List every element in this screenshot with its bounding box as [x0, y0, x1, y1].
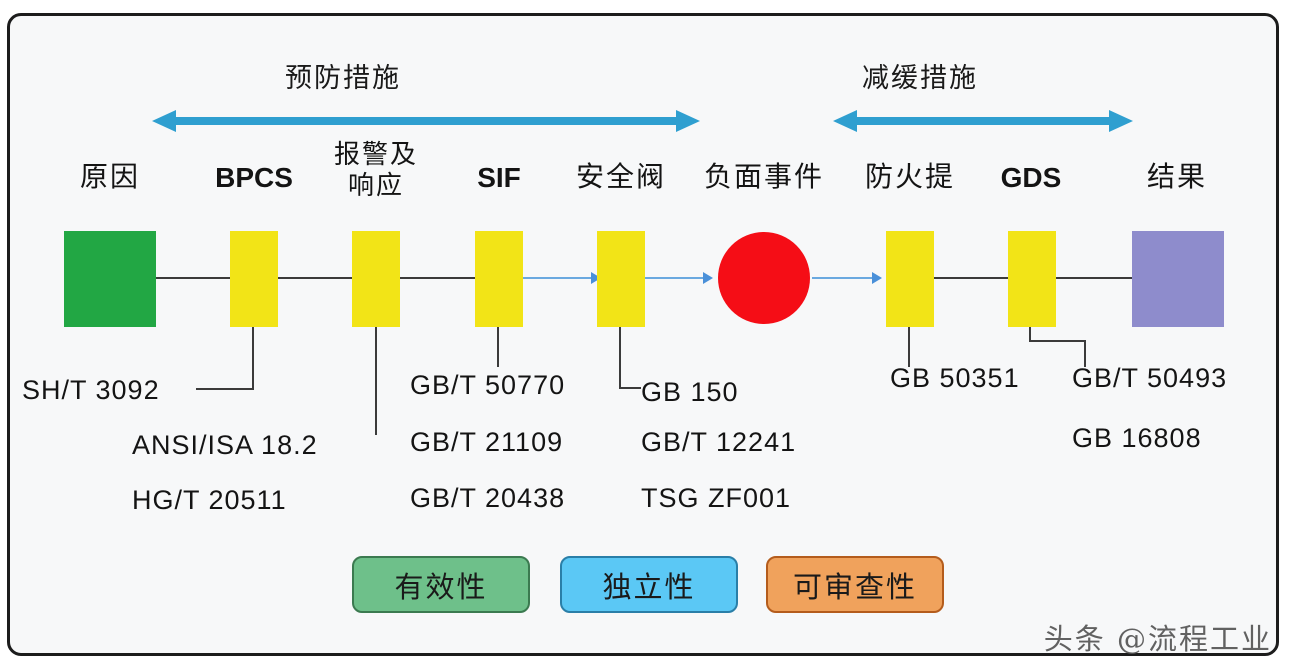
leader-fireproof-vertical	[908, 327, 910, 367]
standard-hgt-20511: HG/T 20511	[132, 485, 287, 515]
watermark: 头条 @流程工业	[1043, 622, 1272, 656]
standard-gbt-21109: GB/T 21109	[410, 427, 564, 457]
connector-valve-event	[637, 277, 707, 279]
leader-bpcs-horizontal	[196, 388, 254, 390]
phase-label-prevention: 预防措施	[285, 63, 401, 94]
leader-valve-vertical	[619, 327, 621, 388]
column-title-result: 结果	[1146, 160, 1208, 193]
phase-label-mitigation: 减缓措施	[862, 63, 978, 94]
shape-sif[interactable]	[475, 231, 523, 327]
leader-bpcs-vertical	[252, 327, 254, 389]
arrowhead-event-fireproof	[872, 272, 882, 284]
column-title-safety-valve: 安全阀	[575, 160, 667, 193]
standard-tsg-zf001: TSG ZF001	[641, 483, 792, 513]
column-title-gds: GDS	[1000, 162, 1062, 193]
connector-sif-valve	[515, 277, 593, 279]
arrowhead-sif-valve	[591, 272, 601, 284]
standard-ansi-isa-18-2: ANSI/ISA 18.2	[132, 430, 318, 460]
arrowhead-valve-event	[703, 272, 713, 284]
column-title-negative-event: 负面事件	[703, 160, 825, 193]
shape-alarm[interactable]	[352, 231, 400, 327]
column-title-cause: 原因	[79, 160, 141, 193]
shape-bpcs[interactable]	[230, 231, 278, 327]
column-title-alarm: 报警及 响应	[333, 140, 419, 201]
shape-negative-event[interactable]	[718, 232, 810, 324]
leader-sif-vertical	[497, 327, 499, 367]
connector-alarm-sif	[392, 277, 490, 279]
leader-valve-horizontal	[619, 387, 641, 389]
legend-auditability[interactable]: 可审查性	[766, 556, 944, 613]
standard-gb-16808: GB 16808	[1072, 423, 1202, 453]
column-title-sif: SIF	[477, 162, 521, 193]
leader-gds-horizontal	[1029, 340, 1085, 342]
standard-gbt-12241: GB/T 12241	[641, 427, 797, 457]
prevention-arrow	[152, 108, 700, 134]
standard-gbt-50493: GB/T 50493	[1072, 363, 1228, 393]
connector-fireproof-gds	[928, 277, 1008, 279]
legend-auditability-label: 可审查性	[792, 569, 917, 604]
column-title-bpcs: BPCS	[215, 162, 293, 193]
leader-gds-vertical-2	[1084, 340, 1086, 367]
standard-gb-150: GB 150	[641, 377, 739, 407]
connector-bpcs-alarm	[270, 277, 366, 279]
shape-fire-proof[interactable]	[886, 231, 934, 327]
legend-effectiveness-label: 有效性	[394, 569, 488, 604]
mitigation-arrow	[833, 108, 1133, 134]
leader-alarm-vertical	[375, 327, 377, 435]
shape-result[interactable]	[1132, 231, 1224, 327]
connector-event-fireproof	[812, 277, 876, 279]
legend-independence[interactable]: 独立性	[560, 556, 738, 613]
leader-gds-vertical-1	[1029, 327, 1031, 341]
shape-safety-valve[interactable]	[597, 231, 645, 327]
column-title-fire-proof: 防火提	[864, 160, 956, 193]
connector-cause-bpcs	[150, 277, 262, 279]
standard-gb-50351: GB 50351	[890, 363, 1020, 393]
legend-independence-label: 独立性	[602, 569, 696, 604]
connector-gds-result	[1050, 277, 1134, 279]
shape-cause[interactable]	[64, 231, 156, 327]
standard-gbt-50770: GB/T 50770	[410, 370, 566, 400]
legend-effectiveness[interactable]: 有效性	[352, 556, 530, 613]
shape-gds[interactable]	[1008, 231, 1056, 327]
standard-gbt-20438: GB/T 20438	[410, 483, 566, 513]
standard-sht-3092: SH/T 3092	[22, 375, 160, 405]
